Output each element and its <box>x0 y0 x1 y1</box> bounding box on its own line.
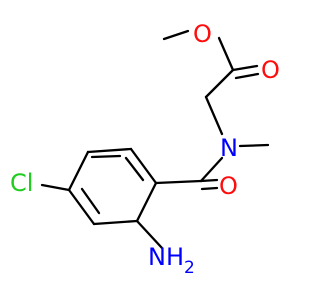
atom-label-chlorine: Cl <box>10 169 33 197</box>
bond-n-methyl <box>238 143 270 148</box>
bond-ring-nh2 <box>135 219 164 250</box>
atom-label-ester-o2: O <box>261 56 280 84</box>
bond-ester-double-2 <box>234 72 260 80</box>
bond-amide-double-1 <box>199 178 219 183</box>
bond-carbonyl-ch2 <box>204 68 235 99</box>
bond-ester-double-1 <box>231 64 259 72</box>
ring-bond-c6-c1 <box>135 181 158 223</box>
ring-inner-double-2 <box>80 187 101 215</box>
atom-label-amide-o: O <box>219 172 238 200</box>
bond-ch2-n <box>204 95 224 136</box>
bond-layer <box>40 29 270 250</box>
ring-bond-c4-c5 <box>67 188 96 226</box>
bond-amide-ring <box>154 179 203 185</box>
amino-subscript: 2 <box>184 258 195 278</box>
bond-n-amide-c <box>199 156 224 183</box>
atom-label-amino: NH2 <box>148 243 195 278</box>
bond-methyl-o <box>162 29 190 41</box>
molecule-diagram: O O N O Cl NH2 <box>10 20 280 278</box>
ring-inner-double-1 <box>124 156 145 182</box>
ring-bond-c3-c4 <box>67 150 90 192</box>
bond-ring-cl <box>40 183 71 192</box>
amino-main-text: NH <box>148 243 184 271</box>
bond-amide-double-2 <box>200 186 219 191</box>
bond-o-carbonyl <box>217 36 235 72</box>
ring-bond-c2-c3 <box>86 147 133 154</box>
ring-bond-c5-c6 <box>92 219 139 226</box>
ring-bond-c1-c2 <box>129 147 158 185</box>
atom-label-layer: O O N O Cl NH2 <box>10 20 280 278</box>
atom-label-ester-o1: O <box>193 20 212 48</box>
ring-inner-double-3 <box>90 154 122 159</box>
atom-label-amide-n: N <box>220 134 238 162</box>
